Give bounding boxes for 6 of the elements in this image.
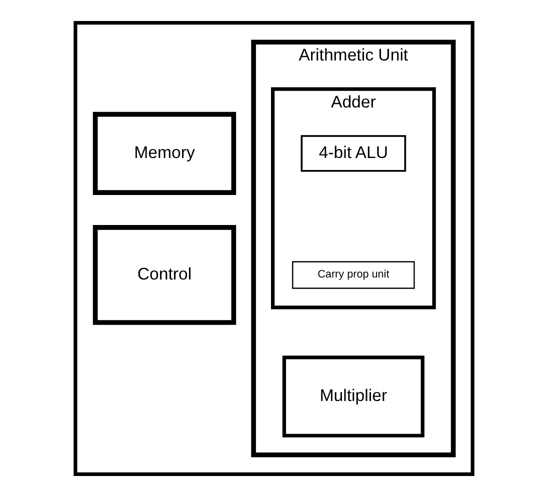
node-box: 4-bit ALU xyxy=(300,135,406,172)
node-box: Memory xyxy=(92,112,236,195)
node-box: Control xyxy=(92,225,236,325)
node-box: Carry prop unit xyxy=(292,261,414,289)
cluster xyxy=(73,21,474,476)
node-box: Multiplier xyxy=(282,356,424,438)
